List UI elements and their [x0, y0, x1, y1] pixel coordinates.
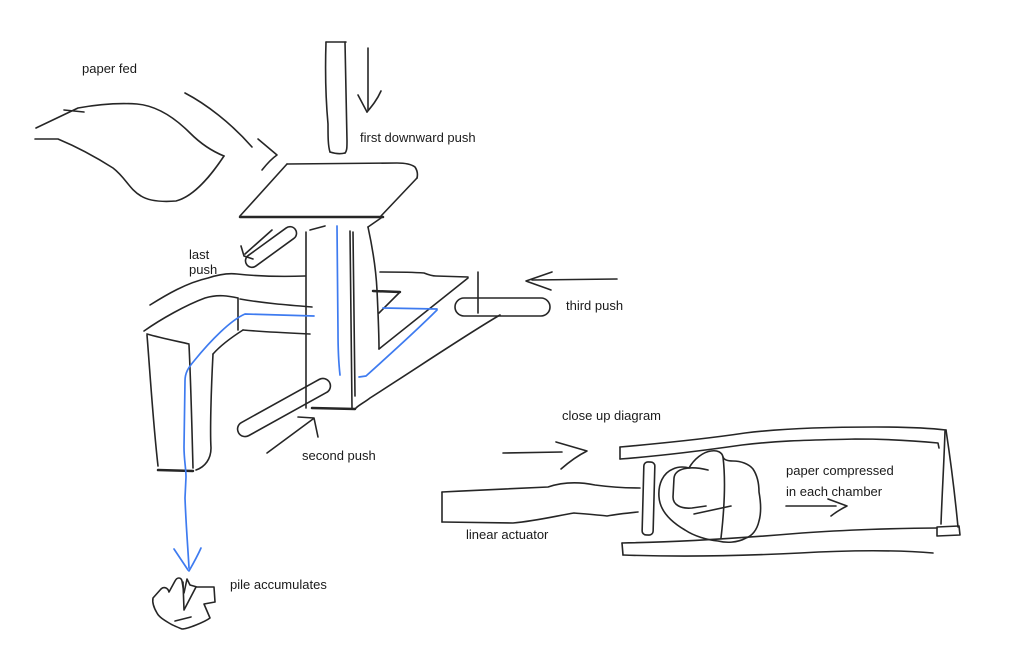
linear-actuator-rod	[441, 482, 641, 524]
third-push-rod	[454, 271, 618, 317]
press-platform	[238, 162, 419, 219]
paper-pile	[151, 577, 216, 630]
label-first-downward-push: first downward push	[360, 130, 476, 145]
closeup-arrow	[502, 441, 588, 470]
first-push-arrow	[357, 47, 382, 113]
label-linear-actuator: linear actuator	[466, 527, 549, 542]
right-chute	[355, 271, 501, 409]
label-paper-compressed-line1: paper compressed	[786, 463, 894, 478]
label-last-push-line1: last	[189, 247, 210, 262]
label-paper-fed: paper fed	[82, 61, 137, 76]
label-paper-compressed-line2: in each chamber	[786, 484, 883, 499]
label-pile-accumulates: pile accumulates	[230, 577, 327, 592]
second-push-pusher	[236, 377, 332, 454]
last-push-pusher	[149, 225, 306, 306]
label-last-push-line2: push	[189, 262, 217, 277]
press-piston	[324, 41, 348, 155]
left-duct	[143, 294, 313, 473]
label-second-push: second push	[302, 448, 376, 463]
label-close-up-diagram: close up diagram	[562, 408, 661, 423]
label-third-push: third push	[566, 298, 623, 313]
compression-chamber	[619, 426, 961, 557]
plunger-plate	[641, 461, 656, 536]
compressed-paper-ball	[658, 449, 762, 544]
paper-path-highlight	[173, 225, 438, 572]
paper-sheet	[34, 102, 225, 203]
compressed-paper-arrow	[785, 498, 848, 517]
paper-feed-arrow	[184, 92, 278, 171]
